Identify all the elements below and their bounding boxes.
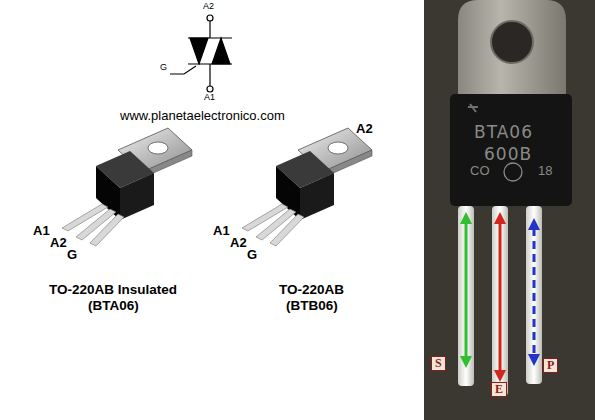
website-text: www.planetaelectronico.com xyxy=(120,109,285,123)
terminal-label: A2 xyxy=(203,2,214,12)
pin-label: A2 xyxy=(230,236,247,250)
pin-label: G xyxy=(247,248,257,262)
terminal-label: G xyxy=(160,63,167,73)
package-caption: TO-220AB Insulated xyxy=(49,283,177,298)
part-marking: 18 xyxy=(538,164,552,178)
package-caption: (BTB06) xyxy=(286,299,338,314)
part-marking: BTA06 xyxy=(474,123,533,142)
terminal-label: A1 xyxy=(204,93,215,103)
pin-label: A1 xyxy=(213,224,230,238)
triac-symbol xyxy=(170,15,232,92)
pin-label: A1 xyxy=(33,224,50,238)
to220-insulated xyxy=(62,128,192,246)
package-caption: TO-220AB xyxy=(279,283,344,298)
to220 xyxy=(242,128,372,246)
pin-label: A2 xyxy=(356,122,373,136)
package-caption: (BTA06) xyxy=(88,299,139,314)
part-marking: 600B xyxy=(484,145,532,164)
pin-label: A2 xyxy=(50,236,67,250)
part-marking: CO xyxy=(470,164,490,178)
pin-label: G xyxy=(67,248,77,262)
pin-tag: S xyxy=(431,356,446,371)
triac-photo xyxy=(424,0,595,420)
pin-tag: P xyxy=(543,358,558,373)
pin-tag: E xyxy=(491,382,507,397)
